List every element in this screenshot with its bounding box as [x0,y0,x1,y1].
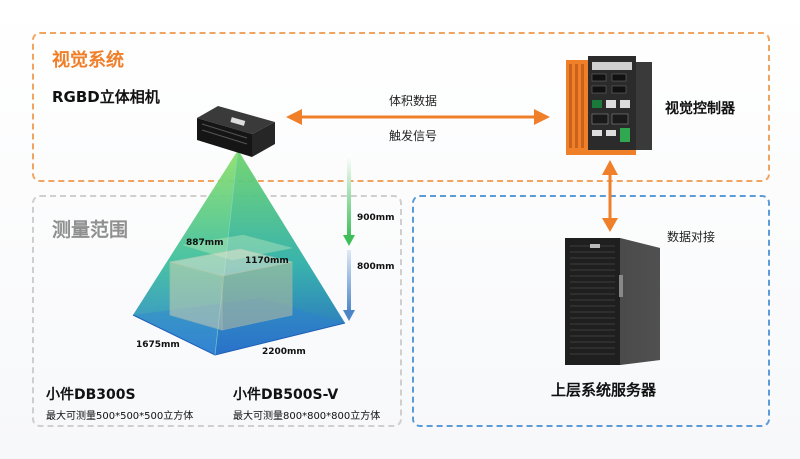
vision-system-title: 视觉系统 [52,50,124,71]
dim-1675: 1675mm [136,340,180,350]
arrow-label-volume-data: 体积数据 [389,94,438,108]
measurement-range-title: 测量范围 [52,219,129,241]
dim-887: 887mm [186,238,224,248]
dim-900: 900mm [357,213,395,223]
height-arrow-green [343,155,355,246]
measured-box [169,248,293,331]
vision-controller-icon [566,56,652,155]
dim-800: 800mm [357,262,395,272]
data-trigger-arrow [286,109,550,125]
product-desc-db500s-v: 最大可测量800*800*800立方体 [233,411,381,422]
data-link-label: 数据对接 [667,230,716,244]
camera-label: RGBD立体相机 [52,88,160,106]
rgbd-camera-icon [197,106,275,157]
vision-system-frame [32,32,770,182]
height-arrow-blue [343,250,355,321]
product-name-db300s: 小件DB300S [46,387,136,403]
server-tower-icon [565,238,660,365]
server-frame [412,195,770,427]
arrow-label-trigger-signal: 触发信号 [389,129,438,143]
product-desc-db300s: 最大可测量500*500*500立方体 [46,411,194,422]
controller-label: 视觉控制器 [665,101,735,117]
dim-2200: 2200mm [262,347,306,357]
product-name-db500s-v: 小件DB500S-V [233,387,339,403]
data-link-arrow [602,160,618,232]
dim-1170: 1170mm [245,256,289,266]
server-label: 上层系统服务器 [551,381,657,399]
